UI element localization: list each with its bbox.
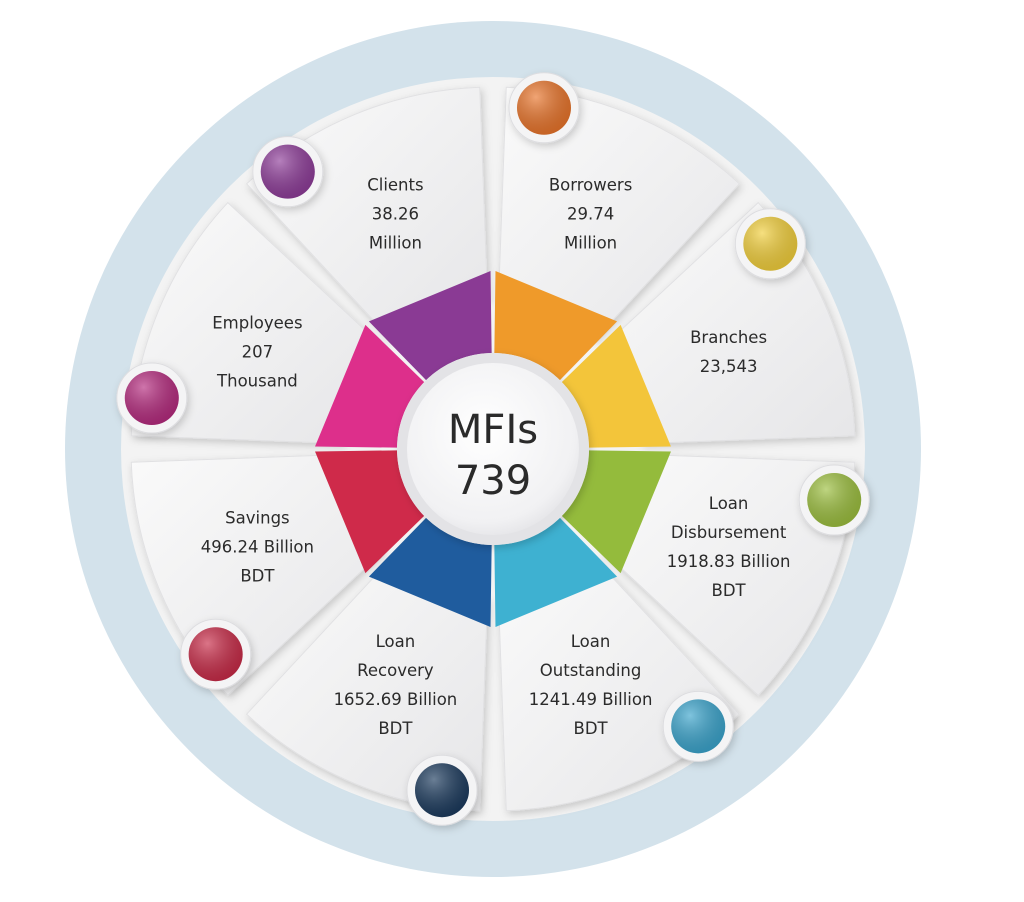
segment-label-borrowers-line-2: Million — [564, 233, 617, 252]
segment-dot-loan-disbursement — [798, 464, 870, 536]
octagon-segment-loan-recovery — [368, 517, 492, 627]
segment-label-clients-line-1: 38.26 — [372, 204, 419, 223]
segment-label-employees-line-1: 207 — [242, 342, 274, 361]
segment-dot-employees — [116, 362, 188, 434]
segment-label-loan-recovery-line-2: 1652.69 Billion — [334, 690, 458, 709]
segment-label-loan-disbursement-line-3: BDT — [712, 581, 747, 600]
segment-label-loan-outstanding-line-1: Outstanding — [540, 661, 642, 680]
segment-label-borrowers-line-1: 29.74 — [567, 204, 614, 223]
segment-label-loan-recovery-line-0: Loan — [376, 632, 416, 651]
octagon-segment-borrowers — [494, 271, 618, 381]
octagon-segment-clients — [368, 271, 492, 381]
center-value: 739 — [455, 458, 531, 504]
segment-label-loan-disbursement-line-1: Disbursement — [671, 523, 787, 542]
segment-label-savings-line-0: Savings — [225, 509, 289, 528]
segment-label-clients-line-0: Clients — [367, 175, 423, 194]
segment-label-branches-line-1: 23,543 — [700, 357, 758, 376]
octagon-ring — [315, 271, 671, 627]
octagon-segment-branches — [561, 324, 671, 448]
octagon-segment-loan-disbursement — [561, 450, 671, 574]
segment-label-savings-line-1: 496.24 Billion — [201, 538, 314, 557]
segment-dot-clients — [252, 136, 324, 208]
segment-label-employees-line-0: Employees — [212, 313, 302, 332]
segment-dot-branches — [734, 208, 806, 280]
segment-label-loan-outstanding-line-3: BDT — [574, 719, 609, 738]
segment-label-loan-outstanding-line-2: 1241.49 Billion — [529, 690, 653, 709]
segment-dot-loan-outstanding — [662, 690, 734, 762]
segment-dot-loan-recovery — [406, 754, 478, 826]
segment-label-loan-recovery-line-1: Recovery — [357, 661, 434, 680]
segment-label-employees-line-2: Thousand — [216, 371, 298, 390]
segment-dot-borrowers — [508, 72, 580, 144]
segment-label-savings-line-2: BDT — [240, 567, 275, 586]
segment-label-borrowers-line-0: Borrowers — [549, 175, 632, 194]
segment-label-loan-outstanding-line-0: Loan — [571, 632, 611, 651]
octagon-segment-employees — [315, 324, 425, 448]
segment-dots — [116, 72, 870, 826]
segment-dot-savings — [180, 618, 252, 690]
center-hub — [397, 353, 589, 545]
center-title: MFIs — [448, 407, 538, 453]
octagon-segment-savings — [315, 450, 425, 574]
segment-label-branches-line-0: Branches — [690, 328, 767, 347]
octagon-segment-loan-outstanding — [494, 517, 618, 627]
segment-label-clients-line-2: Million — [369, 233, 422, 252]
segment-label-loan-disbursement-line-2: 1918.83 Billion — [667, 552, 791, 571]
segment-label-loan-recovery-line-3: BDT — [378, 719, 413, 738]
segment-label-loan-disbursement-line-0: Loan — [709, 494, 749, 513]
